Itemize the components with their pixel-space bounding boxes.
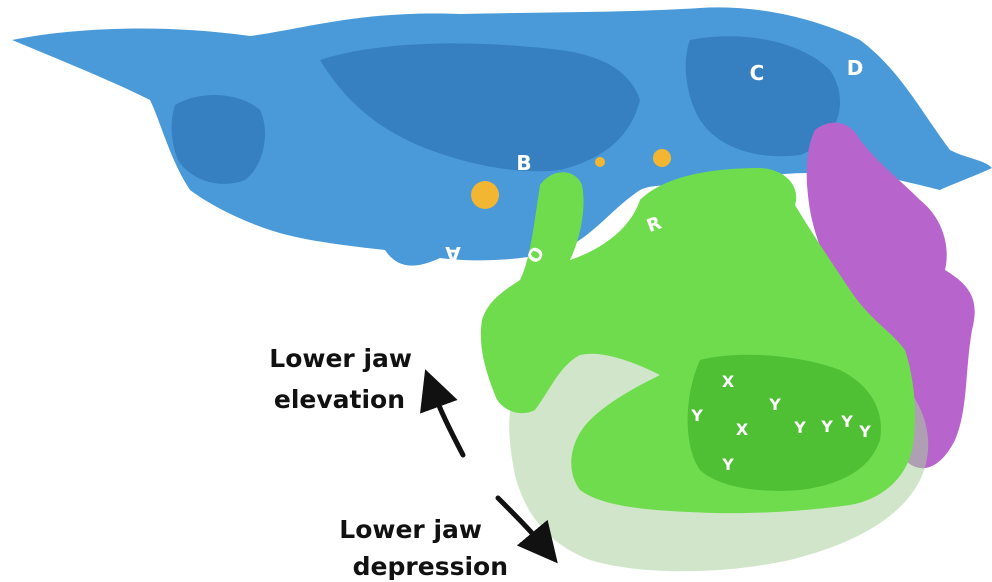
foramen: [595, 157, 605, 167]
foramen: [653, 149, 671, 167]
elevation-label-line2: elevation: [274, 385, 405, 414]
marker-y1: Y: [690, 406, 703, 425]
marker-y7: Y: [721, 455, 734, 474]
marker-x2: X: [736, 420, 749, 439]
elevation-arrow: [432, 388, 463, 455]
motion-labels: Lower jaw elevation Lower jaw depression: [269, 344, 508, 581]
marker-b: B: [516, 151, 531, 175]
depression-label-line2: depression: [353, 552, 508, 581]
elevation-label-line1: Lower jaw: [269, 344, 412, 373]
marker-x1: X: [722, 372, 735, 391]
foramen: [471, 181, 499, 209]
marker-y2: Y: [768, 395, 781, 414]
marker-y5: Y: [840, 412, 853, 431]
marker-y3: Y: [793, 418, 806, 437]
marker-d: D: [847, 56, 864, 80]
marker-c: C: [750, 61, 765, 85]
marker-y6: Y: [858, 422, 871, 441]
marker-y4: Y: [820, 417, 833, 436]
depression-label-line1: Lower jaw: [339, 515, 482, 544]
marker-a: A: [445, 242, 461, 266]
